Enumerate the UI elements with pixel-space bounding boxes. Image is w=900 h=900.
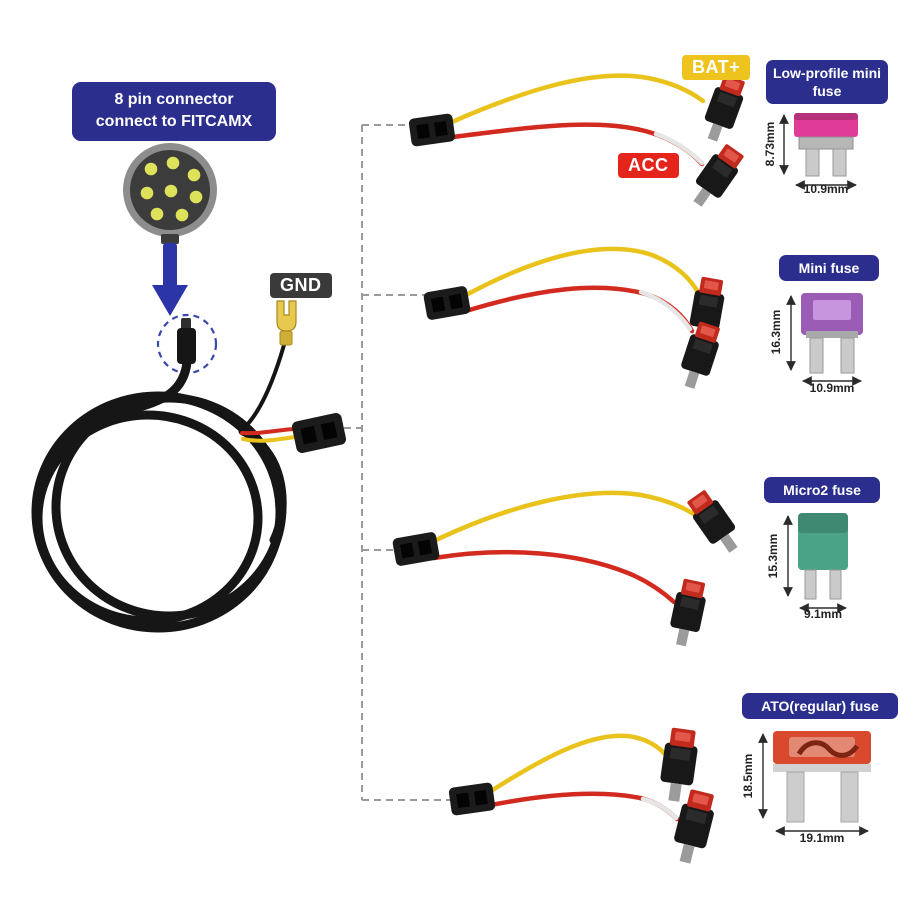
- 8pin-connector-illustration: [123, 143, 217, 244]
- fuse-label-mini: Mini fuse: [779, 255, 879, 282]
- fuse-diagram-low-profile: [779, 113, 858, 190]
- dim-height-mini: 16.3mm: [769, 309, 783, 355]
- fuse-diagram-micro2: [783, 513, 848, 613]
- fuse-label-micro2: Micro2 fuse: [764, 477, 880, 504]
- fuse-label-ato: ATO(regular) fuse: [742, 693, 898, 720]
- acc-label: ACC: [618, 153, 679, 178]
- harness-leads: [240, 343, 297, 443]
- fuse-label-low-profile: Low-profile mini fuse: [766, 60, 888, 105]
- power-cable-coil: [31, 357, 287, 633]
- dim-width-ato: 19.1mm: [799, 831, 845, 845]
- camera-plug: [177, 318, 196, 364]
- dashed-connector-lines: [344, 124, 450, 801]
- dim-width-mini: 10.9mm: [809, 381, 855, 395]
- bat-label: BAT+: [682, 55, 751, 80]
- dim-height-ato: 18.5mm: [741, 753, 755, 799]
- dim-height-micro2: 15.3mm: [766, 533, 780, 579]
- harness-micro2: [391, 487, 746, 649]
- down-arrow-icon: [152, 243, 188, 316]
- dim-width-low-profile: 10.9mm: [803, 182, 849, 196]
- fuse-diagram-ato: [758, 731, 871, 836]
- ground-fork-terminal: [276, 300, 297, 346]
- gnd-label: GND: [270, 273, 332, 298]
- harness-low-profile: [408, 72, 750, 213]
- connector-note: 8 pin connector connect to FITCAMX: [72, 82, 276, 141]
- connector-note-line2: connect to FITCAMX: [95, 113, 253, 131]
- dim-width-micro2: 9.1mm: [803, 607, 843, 621]
- connector-note-line1: 8 pin connector: [114, 91, 234, 108]
- main-2pin-connector: [290, 411, 348, 455]
- fuse-diagram-mini: [786, 293, 863, 386]
- dim-height-low-profile: 8.73mm: [763, 121, 777, 167]
- harness-mini: [422, 246, 728, 392]
- harness-ato: [448, 726, 719, 867]
